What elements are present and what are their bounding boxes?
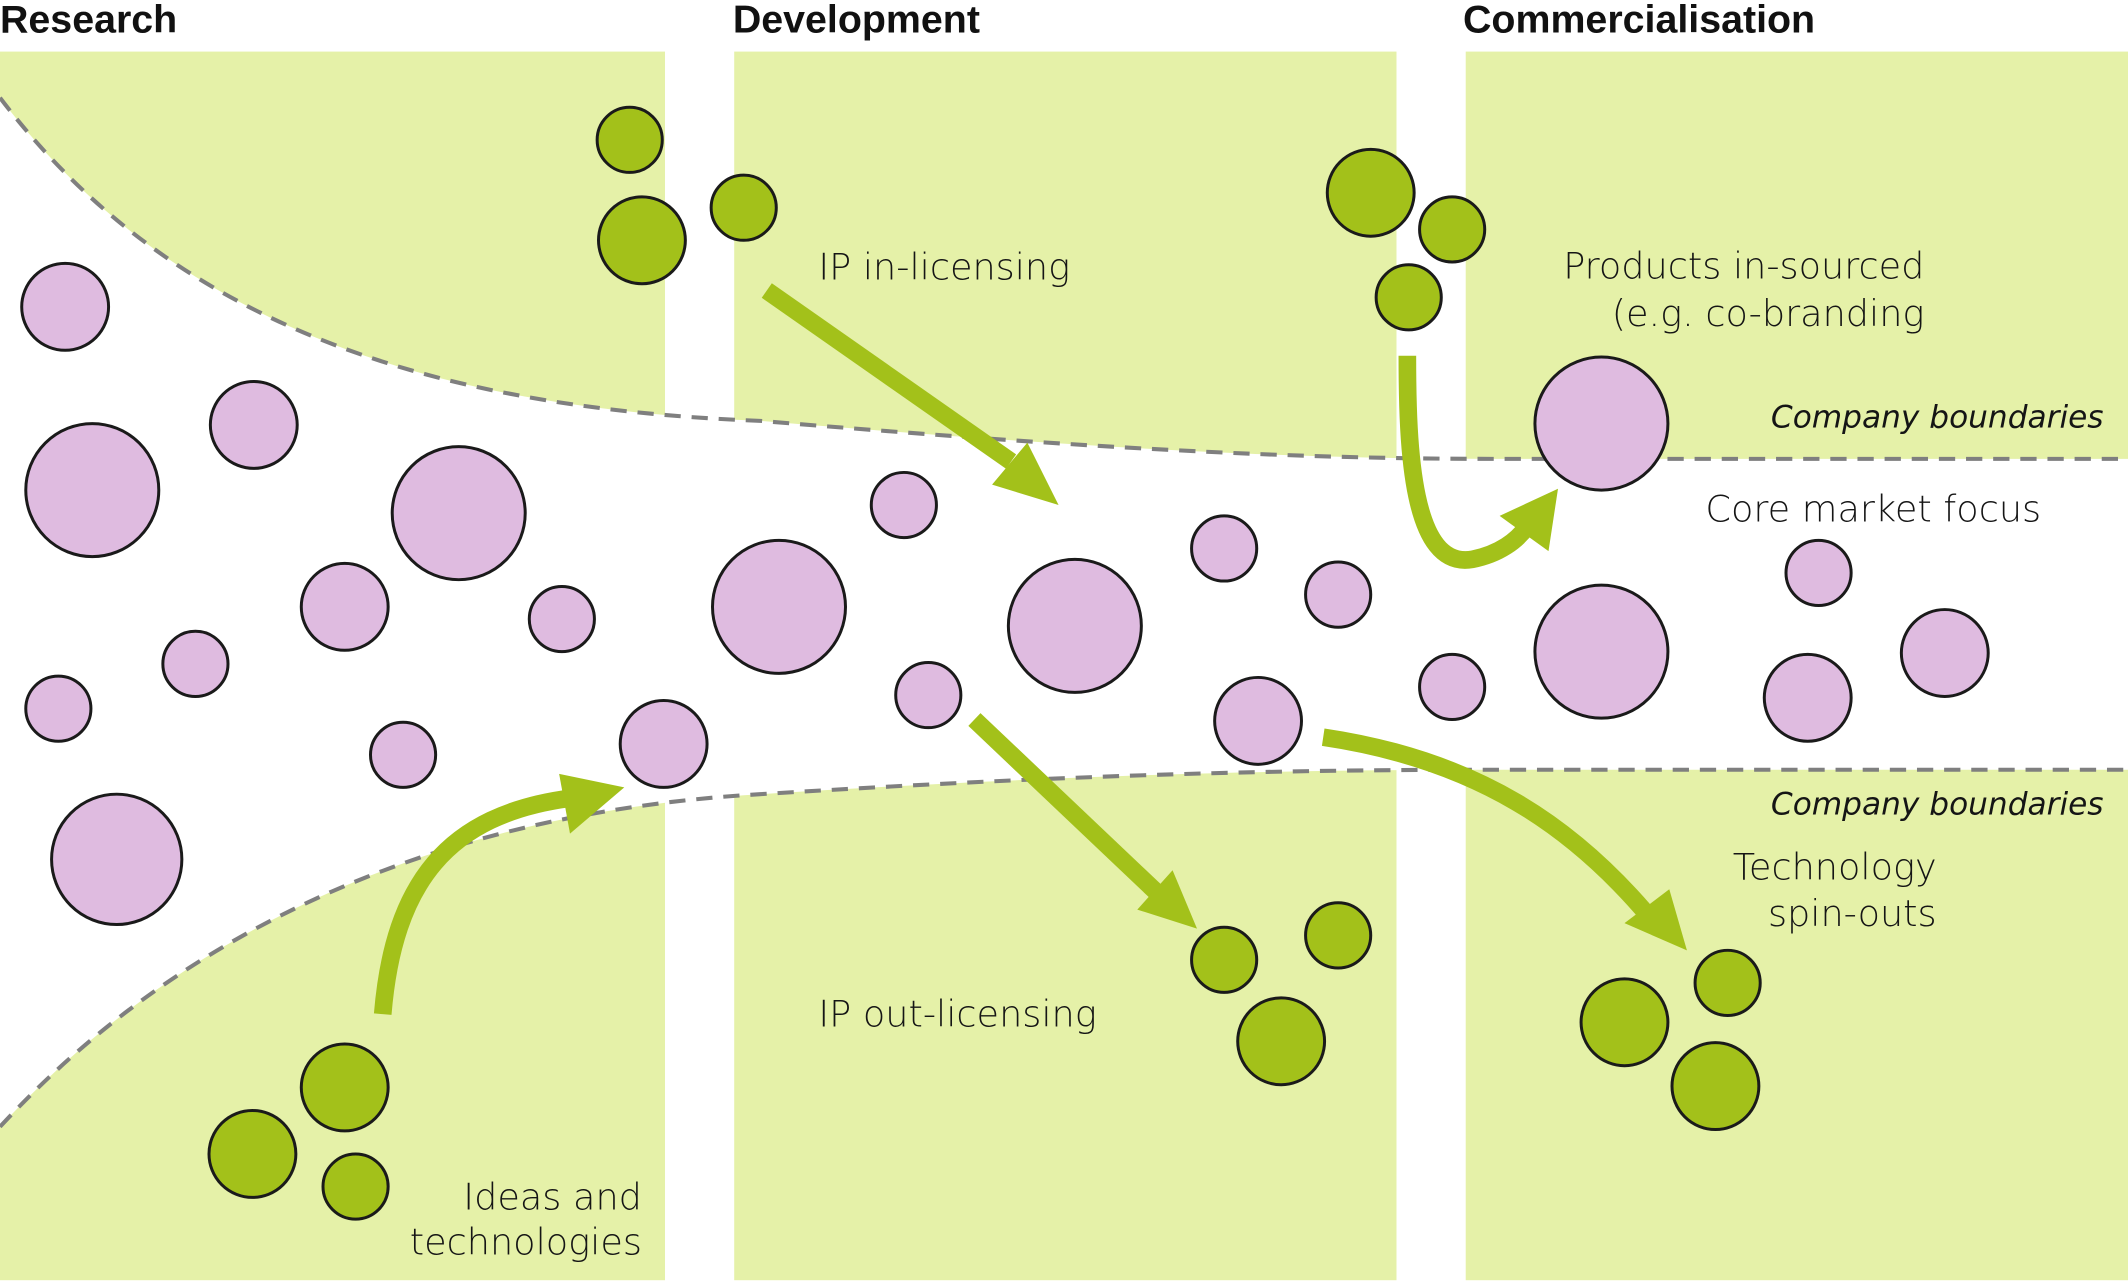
label-ip-out-licensing: IP out-licensing: [818, 992, 1096, 1035]
external-idea-circle: [709, 173, 778, 242]
internal-idea-circle: [1006, 557, 1143, 694]
internal-idea-circle: [50, 792, 184, 927]
internal-idea-circle: [1418, 652, 1487, 722]
external-idea-circle: [1304, 901, 1373, 970]
external-idea-circle: [1236, 996, 1327, 1087]
stage-title-research: Research: [0, 0, 177, 42]
external-idea-circle: [595, 105, 664, 174]
label-products-in-sourced-1: Products in-sourced: [1563, 244, 1924, 287]
arrow-products-in-sourced: [1398, 355, 1558, 569]
arrows: [373, 283, 1687, 1015]
external-idea-circle: [1374, 263, 1443, 332]
label-products-in-sourced-2: (e.g. co-branding: [1612, 292, 1925, 335]
company-boundary-bottom: [0, 767, 2128, 1129]
internal-idea-circle: [208, 379, 299, 470]
internal-idea-circle: [527, 584, 596, 654]
external-idea-circle: [1693, 948, 1762, 1017]
label-company-boundaries-bottom: Company boundaries: [1771, 787, 2104, 823]
internal-idea-circle: [1190, 514, 1259, 583]
external-idea-circle: [1418, 195, 1487, 264]
internal-idea-circle: [20, 261, 111, 352]
internal-idea-circle: [1533, 583, 1670, 720]
stage-title-development: Development: [733, 0, 980, 42]
company-boundary-top: [0, 96, 2128, 461]
external-idea-circle: [321, 1152, 390, 1221]
external-idea-circle: [207, 1109, 298, 1199]
arrow-ip-in-licensing: [761, 283, 1059, 506]
internal-idea-circle: [1899, 608, 1990, 698]
external-items: [207, 105, 1762, 1221]
internal-idea-circle: [1213, 675, 1303, 766]
internal-idea-circle: [1762, 652, 1853, 743]
internal-idea-circle: [24, 674, 93, 743]
external-idea-circle: [1190, 925, 1259, 994]
internal-idea-circle: [299, 561, 390, 652]
external-idea-circle: [1579, 977, 1670, 1068]
internal-idea-circle: [869, 470, 938, 540]
arrow-technology-spin-outs: [1321, 728, 1687, 951]
external-idea-circle: [597, 195, 687, 286]
internal-idea-circle: [1304, 560, 1373, 629]
internal-idea-circle: [711, 538, 847, 675]
external-idea-circle: [1325, 147, 1416, 238]
stage-title-commercialisation: Commercialisation: [1463, 0, 1815, 42]
label-technology-spin-outs-2: spin-outs: [1768, 892, 1937, 935]
external-idea-circle: [1670, 1041, 1761, 1132]
label-ideas-and-technologies-1: Ideas and: [463, 1176, 642, 1219]
label-ip-in-licensing: IP in-licensing: [818, 246, 1070, 289]
label-core-market-focus: Core market focus: [1705, 487, 2041, 530]
internal-idea-circle: [24, 422, 161, 559]
external-idea-circle: [299, 1042, 390, 1133]
label-technology-spin-outs-1: Technology: [1733, 846, 1937, 889]
label-company-boundaries-top: Company boundaries: [1771, 400, 2104, 436]
internal-idea-circle: [1784, 538, 1853, 607]
internal-idea-circle: [369, 720, 438, 789]
internal-idea-circle: [894, 661, 963, 730]
internal-idea-circle: [1533, 355, 1670, 492]
internal-idea-circle: [390, 445, 527, 582]
arrow-ip-out-licensing: [968, 713, 1197, 929]
label-ideas-and-technologies-2: technologies: [410, 1220, 642, 1263]
internal-items: [20, 261, 1990, 927]
arrow-ideas-inbound: [373, 773, 625, 1015]
internal-idea-circle: [618, 699, 709, 789]
internal-idea-circle: [161, 629, 230, 698]
